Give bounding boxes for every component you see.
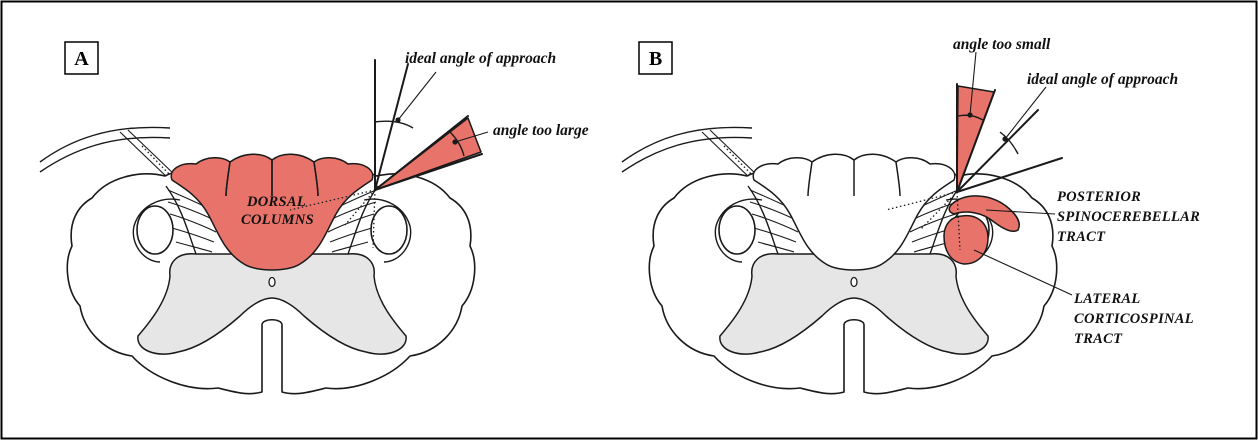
posterior-label-1: POSTERIOR: [1057, 189, 1141, 205]
angle-too-small-label: angle too small: [953, 36, 1051, 53]
ideal-angle-label-b: ideal angle of approach: [1027, 71, 1178, 88]
panel-b-letter: B: [649, 48, 662, 70]
spinal-cord-cross-section-b: [622, 127, 1057, 393]
panel-a-letter: A: [74, 48, 89, 70]
dorsal-columns-label-2: COLUMNS: [241, 212, 314, 228]
lateral-label-1: LATERAL: [1073, 291, 1141, 307]
lateral-label-2: CORTICOSPINAL: [1074, 311, 1194, 327]
panel-a: A ideal angle of approach angle to: [40, 42, 589, 394]
ideal-angle-label-a: ideal angle of approach: [405, 50, 556, 67]
posterior-label-2: SPINOCEREBELLAR: [1057, 209, 1200, 225]
panel-b: B angle too small i: [622, 36, 1200, 394]
dorsal-columns-label-1: DORSAL: [246, 194, 306, 210]
angle-too-large-label: angle too large: [493, 122, 589, 139]
posterior-label-3: TRACT: [1057, 229, 1106, 245]
lateral-label-3: TRACT: [1074, 331, 1123, 347]
lateral-corticospinal-tract-highlight: [944, 216, 988, 264]
